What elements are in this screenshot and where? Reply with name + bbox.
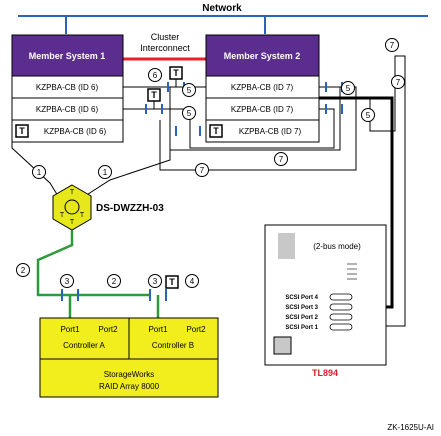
- callout-3-b: 3: [148, 274, 162, 288]
- tl894-button: [273, 336, 292, 355]
- hub-terminator-letter: T: [70, 189, 75, 196]
- svg-text:2: 2: [112, 277, 117, 286]
- terminator-letter: T: [173, 68, 179, 78]
- terminator-letter: T: [213, 126, 219, 136]
- member-system-2-adapter-3: [205, 119, 320, 143]
- terminator-letter: T: [19, 126, 25, 136]
- svg-text:1: 1: [37, 168, 42, 177]
- terminator-bus-b: T: [147, 88, 161, 102]
- cluster-label-line2: Interconnect: [140, 43, 190, 53]
- svg-text:4: 4: [190, 277, 195, 286]
- network-label: Network: [202, 3, 242, 14]
- hub-terminator-letter: T: [80, 212, 85, 219]
- callout-7-c: 7: [385, 38, 399, 52]
- controller-b-label: Controller B: [152, 341, 194, 350]
- callout-5-a: 5: [182, 83, 196, 97]
- terminator-controller-b: T: [165, 275, 179, 289]
- raid-line-1: StorageWorks: [104, 370, 155, 379]
- callout-7-d: 7: [391, 75, 405, 89]
- svg-text:5: 5: [187, 109, 192, 118]
- svg-text:2: 2: [21, 266, 26, 275]
- controller-b-port2: Port2: [186, 325, 206, 334]
- member-system-1-adapter-3-label: KZPBA-CB (ID 6): [44, 127, 107, 136]
- tl894-panel: [278, 233, 295, 259]
- callout-2-mid: 2: [107, 274, 121, 288]
- terminator-letter: T: [151, 90, 157, 100]
- raid-array: Port1 Port2 Controller A Port1 Port2 Con…: [39, 317, 219, 398]
- svg-text:7: 7: [390, 41, 395, 50]
- hub-terminator-letter: T: [70, 219, 75, 226]
- svg-text:7: 7: [396, 78, 401, 87]
- tl894-mode: (2-bus mode): [313, 242, 361, 251]
- tl894-port-4: SCSI Port 4: [285, 295, 318, 301]
- terminator-letter: T: [169, 277, 175, 287]
- svg-text:5: 5: [346, 84, 351, 93]
- member-system-2: Member System 2 KZPBA-CB (ID 7) KZPBA-CB…: [205, 34, 320, 143]
- callout-5-c: 5: [341, 81, 355, 95]
- raid-line-2: RAID Array 8000: [99, 382, 160, 391]
- hub-label: DS-DWZZH-03: [96, 203, 164, 214]
- callouts: 1 1 2 2 3 3 4 5 5 5 5 6 7 7 7 7: [16, 38, 405, 288]
- tl894-port-3: SCSI Port 3: [285, 305, 318, 311]
- svg-text:3: 3: [153, 277, 158, 286]
- svg-text:1: 1: [103, 168, 108, 177]
- member-system-1-adapter-1-label: KZPBA-CB (ID 6): [36, 83, 99, 92]
- cable-7-outer: [319, 55, 406, 327]
- cluster-label-line1: Cluster: [151, 32, 180, 42]
- member-system-2-title: Member System 2: [224, 51, 301, 61]
- callout-7-b: 7: [274, 152, 288, 166]
- callout-5-d: 5: [361, 108, 375, 122]
- member-system-1-title: Member System 1: [29, 51, 106, 61]
- member-system-1-adapter-3: [11, 119, 124, 143]
- svg-text:7: 7: [200, 166, 205, 175]
- hub-to-raid-bus: [36, 230, 160, 318]
- controller-a-port2: Port2: [98, 325, 118, 334]
- svg-text:6: 6: [153, 71, 158, 80]
- member-system-1: Member System 1 KZPBA-CB (ID 6) KZPBA-CB…: [11, 34, 124, 143]
- controller-b-port1: Port1: [148, 325, 168, 334]
- controller-a-label: Controller A: [63, 341, 105, 350]
- tl894-name: TL894: [312, 368, 338, 378]
- member-system-2-adapter-1-label: KZPBA-CB (ID 7): [231, 83, 294, 92]
- tl894-port-1: SCSI Port 1: [285, 325, 318, 331]
- callout-1-left: 1: [32, 165, 46, 179]
- callout-5-b: 5: [182, 106, 196, 120]
- callout-7-a: 7: [195, 163, 209, 177]
- terminator-member2-adapter3: T: [209, 124, 223, 138]
- member-system-2-adapter-3-label: KZPBA-CB (ID 7): [239, 127, 302, 136]
- terminator-bus-a: T: [169, 66, 183, 80]
- callout-3-a: 3: [60, 274, 74, 288]
- raid-array-body: [39, 358, 219, 398]
- svg-text:7: 7: [279, 155, 284, 164]
- tl894-slots: [347, 263, 357, 280]
- tl894-port-2: SCSI Port 2: [285, 315, 318, 321]
- tl894-library: (2-bus mode) SCSI Port 4 SCSI Port 3 SCS…: [264, 224, 387, 366]
- raid-connector-ticks: [61, 289, 167, 301]
- svg-text:5: 5: [366, 111, 371, 120]
- callout-6: 6: [148, 68, 162, 82]
- member-system-2-adapter-2-label: KZPBA-CB (ID 7): [231, 105, 294, 114]
- figure-id: ZK-1625U-AI: [387, 423, 434, 432]
- svg-text:5: 5: [187, 86, 192, 95]
- controller-a-port1: Port1: [60, 325, 80, 334]
- member-system-1-header: [11, 34, 124, 77]
- terminator-member1-adapter3: T: [15, 124, 29, 138]
- callout-1-right: 1: [98, 165, 112, 179]
- callout-4: 4: [185, 274, 199, 288]
- member-system-1-adapter-2-label: KZPBA-CB (ID 6): [36, 105, 99, 114]
- hub-terminator-letter: T: [60, 212, 65, 219]
- svg-text:3: 3: [65, 277, 70, 286]
- hub-ds-dwzzh-03: T T T T: [52, 184, 92, 231]
- callout-2-left: 2: [16, 263, 30, 277]
